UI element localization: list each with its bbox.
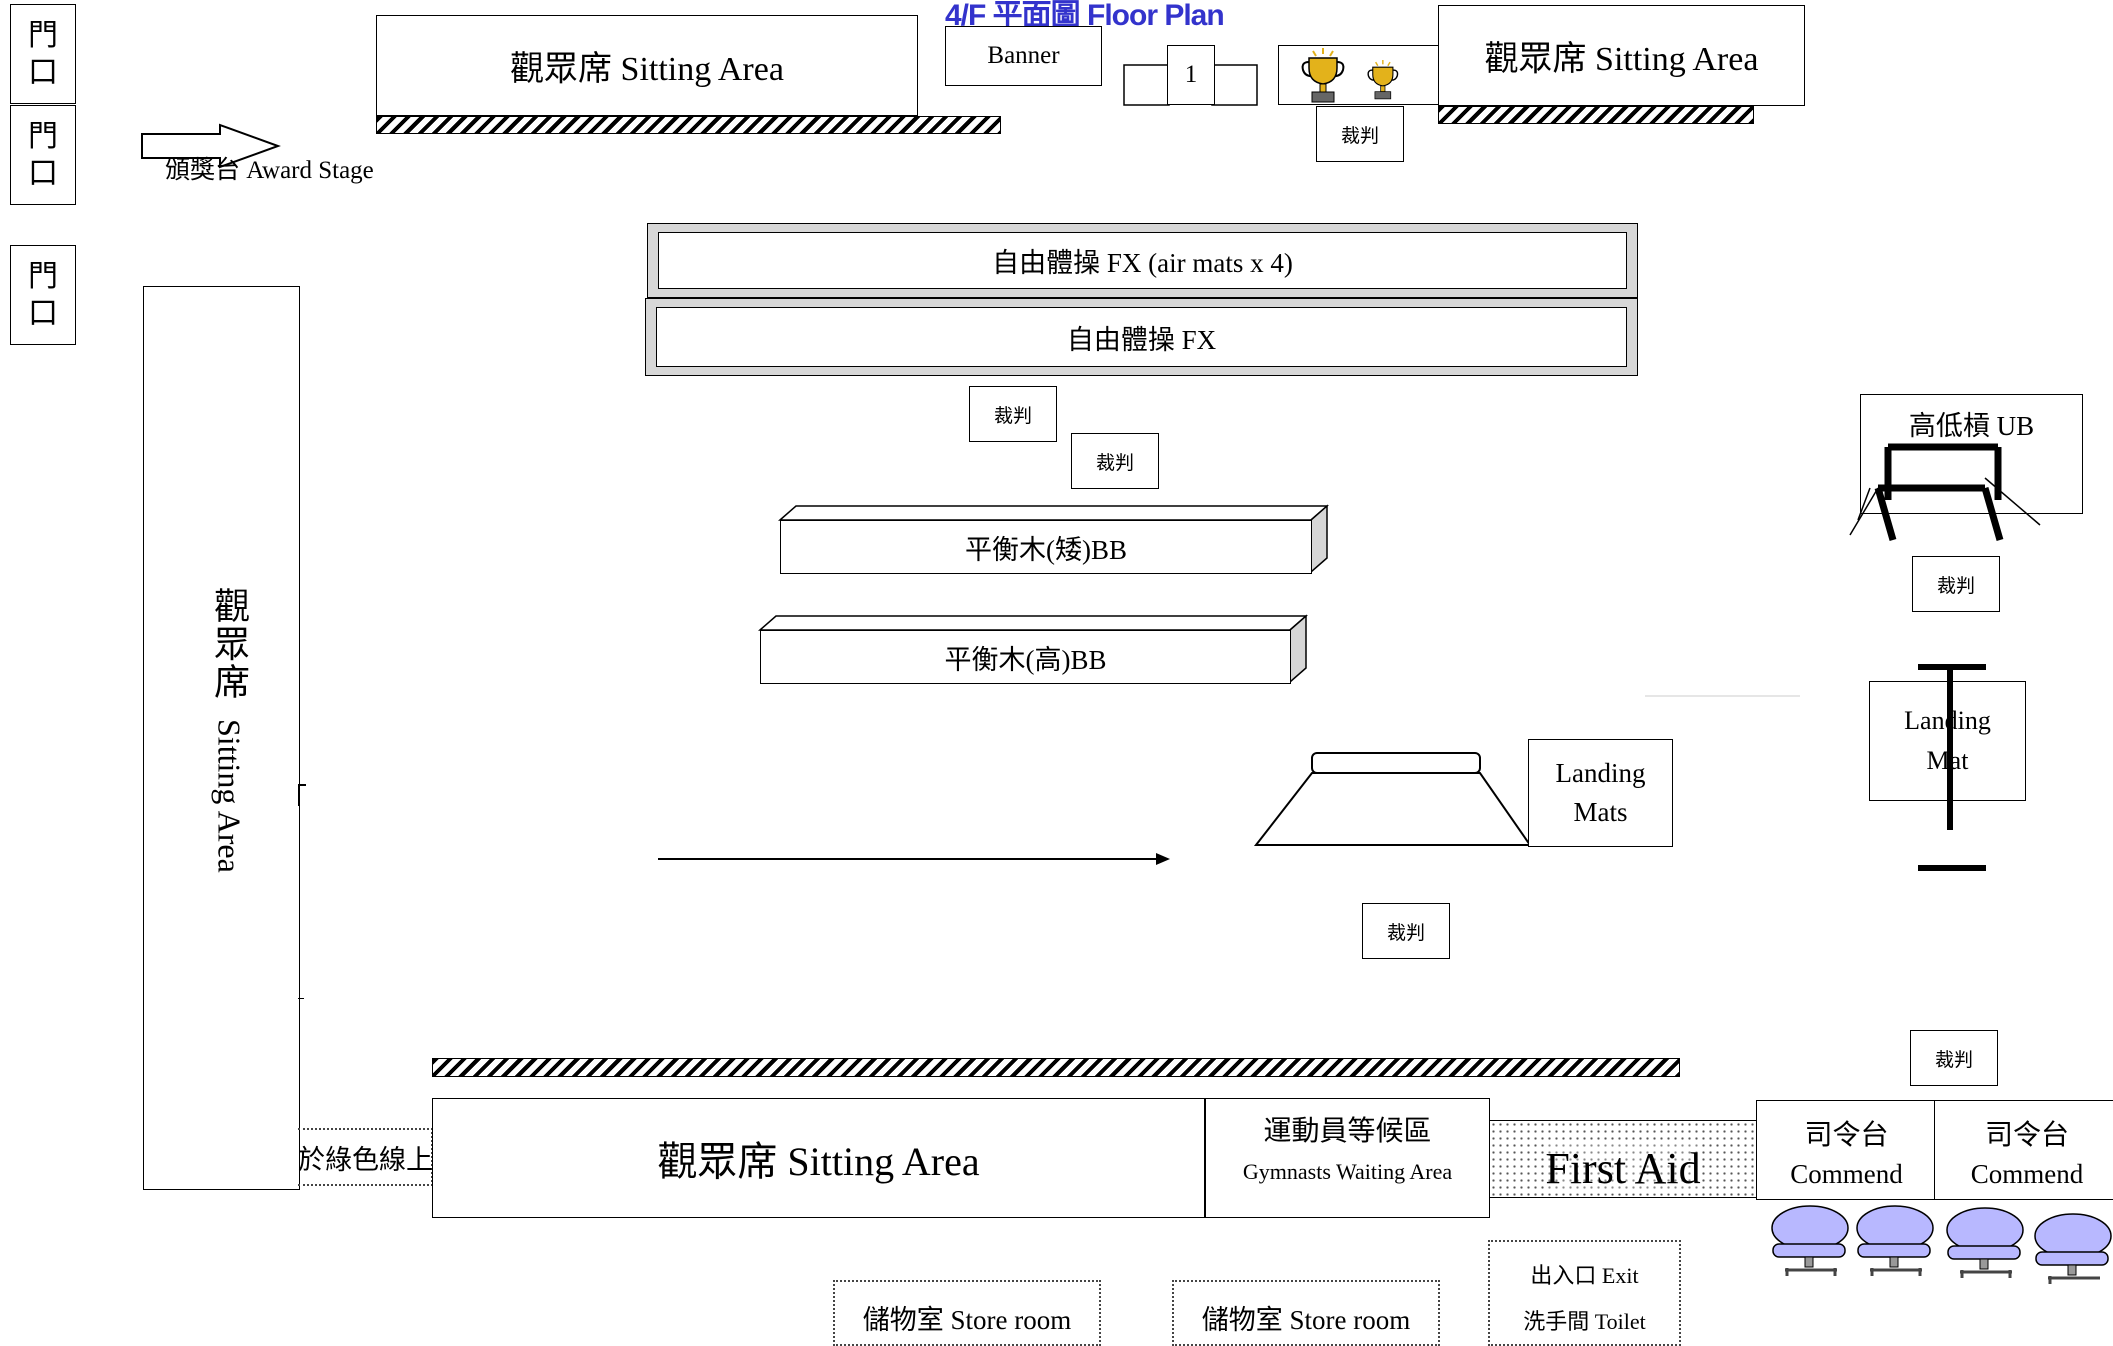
- sitting-area-en-label: Sitting Area: [211, 719, 248, 873]
- trophy-icon: [1367, 60, 1399, 100]
- door-label: 門 口: [28, 119, 58, 191]
- sitting-area-label: 觀眾席 Sitting Area: [1484, 41, 1759, 78]
- ub-leg-2: [1981, 487, 2004, 541]
- ub-leg-1: [1874, 487, 1897, 541]
- ub-cable-2: [1857, 487, 1871, 521]
- barrier-bottom: [432, 1058, 1680, 1077]
- trophy-box: [1278, 45, 1440, 105]
- exit-toilet[interactable]: 出入口 Exit 洗手間 Toilet: [1488, 1240, 1681, 1346]
- green-line-note-label: 於綠色線上: [298, 1145, 433, 1175]
- barrier-top-left: [376, 116, 1001, 134]
- balance-beam-low: 平衡木(矮)BB: [780, 520, 1312, 574]
- sitting-area-bottom: 觀眾席 Sitting Area: [432, 1098, 1205, 1218]
- gymnasts-waiting-area: 運動員等候區 Gymnasts Waiting Area: [1205, 1098, 1490, 1218]
- podium-first-label: 1: [1184, 61, 1198, 88]
- judge-box: 裁判: [1912, 556, 2000, 612]
- judge-box: 裁判: [969, 386, 1057, 442]
- bb-high-top: [758, 615, 1308, 631]
- first-aid-area: First Aid: [1490, 1120, 1756, 1198]
- fx-floor-label: 自由體操 FX: [1066, 324, 1217, 355]
- sitting-area-left: 觀眾席 Sitting Area: [143, 286, 300, 1190]
- first-aid-label: First Aid: [1545, 1142, 1701, 1194]
- judge-label: 裁判: [1095, 451, 1134, 474]
- judge-label: 裁判: [1340, 124, 1379, 147]
- commend-cn-label: 司令台: [1984, 1120, 2069, 1151]
- door-2[interactable]: 門 口: [10, 105, 76, 205]
- ub-cable-3: [1984, 477, 2041, 526]
- landing-mat-right-label: Landing Mat: [1904, 705, 1991, 775]
- balance-beam-high-label: 平衡木(高)BB: [944, 644, 1107, 675]
- sitting-area-cn-label: 觀眾席: [209, 587, 249, 701]
- commend-stand-1: 司令台 Commend: [1756, 1100, 1936, 1200]
- award-stage-arrow: [141, 123, 281, 169]
- fx-air-mats: 自由體操 FX (air mats x 4): [647, 223, 1638, 298]
- podium-left: [1123, 64, 1170, 106]
- sitting-area-label: 觀眾席 Sitting Area: [657, 1139, 980, 1184]
- trophy-icon: [1301, 48, 1345, 103]
- vault-landing-mats: Landing Mats: [1528, 739, 1673, 847]
- stray-tick: [298, 998, 304, 999]
- sitting-area-vertical-label: 觀眾席 Sitting Area: [204, 587, 254, 1187]
- sitting-area-label: 觀眾席 Sitting Area: [510, 51, 784, 88]
- vault-body: [1253, 772, 1532, 846]
- commend-en-label: Commend: [1970, 1159, 2084, 1189]
- fx-floor-surface: 自由體操 FX: [656, 307, 1627, 367]
- barrier-top-right: [1438, 106, 1754, 124]
- fx-air-mats-label: 自由體操 FX (air mats x 4): [992, 248, 1293, 278]
- fx-air-mats-surface: 自由體操 FX (air mats x 4): [658, 232, 1627, 289]
- commend-stand-2: 司令台 Commend: [1934, 1100, 2113, 1200]
- uneven-bars-area: [1860, 394, 2083, 514]
- uneven-bars-label: 高低槓 UB: [1908, 411, 2035, 441]
- fx-floor: 自由體操 FX: [645, 298, 1638, 376]
- commend-cn-label: 司令台: [1804, 1120, 1889, 1151]
- sitting-area-top-right: 觀眾席 Sitting Area: [1438, 5, 1805, 106]
- vault-top: [1311, 752, 1481, 774]
- banner-label: Banner: [987, 42, 1060, 69]
- vault-landing-mats-label: Landing Mats: [1555, 757, 1646, 827]
- toilet-label: 洗手間 Toilet: [1523, 1309, 1646, 1334]
- ub-cable-1: [1849, 487, 1879, 536]
- judge-box: 裁判: [1362, 903, 1450, 959]
- store-room-label: 儲物室 Store room: [1201, 1305, 1411, 1335]
- podium-right: [1211, 64, 1258, 106]
- balance-beam-high: 平衡木(高)BB: [760, 630, 1291, 684]
- judge-label: 裁判: [993, 404, 1032, 427]
- store-room-label: 儲物室 Store room: [862, 1305, 1072, 1335]
- store-room-1: 儲物室 Store room: [833, 1280, 1101, 1346]
- door-label: 門 口: [28, 18, 58, 90]
- podium-first: 1: [1167, 45, 1215, 105]
- award-stage-label: 頒獎台 Award Stage: [165, 157, 374, 184]
- judge-label: 裁判: [1934, 1048, 1973, 1071]
- trophy-icons: [1301, 48, 1399, 103]
- runway-arrow-head: [1156, 853, 1170, 865]
- judge-box: 裁判: [1316, 106, 1404, 162]
- door-label: 門 口: [28, 259, 58, 331]
- judge-box: 裁判: [1071, 433, 1159, 489]
- bb-low-top: [778, 505, 1329, 521]
- stray-mark: [298, 784, 306, 806]
- door-3[interactable]: 門 口: [10, 245, 76, 345]
- gymnasts-waiting-cn-label: 運動員等候區: [1263, 1116, 1432, 1147]
- exit-label: 出入口 Exit: [1530, 1263, 1639, 1288]
- gymnasts-waiting-en-label: Gymnasts Waiting Area: [1242, 1159, 1453, 1184]
- store-room-2: 儲物室 Store room: [1172, 1280, 1440, 1346]
- commend-en-label: Commend: [1790, 1159, 1903, 1189]
- balance-beam-low-label: 平衡木(矮)BB: [965, 534, 1127, 565]
- landing-mat-right: Landing Mat: [1869, 681, 2026, 801]
- banner: Banner: [945, 26, 1102, 86]
- sitting-area-top-left: 觀眾席 Sitting Area: [376, 15, 918, 116]
- judge-label: 裁判: [1936, 574, 1975, 597]
- judge-label: 裁判: [1386, 921, 1425, 944]
- judge-box: 裁判: [1910, 1030, 1998, 1086]
- door-1[interactable]: 門 口: [10, 4, 76, 104]
